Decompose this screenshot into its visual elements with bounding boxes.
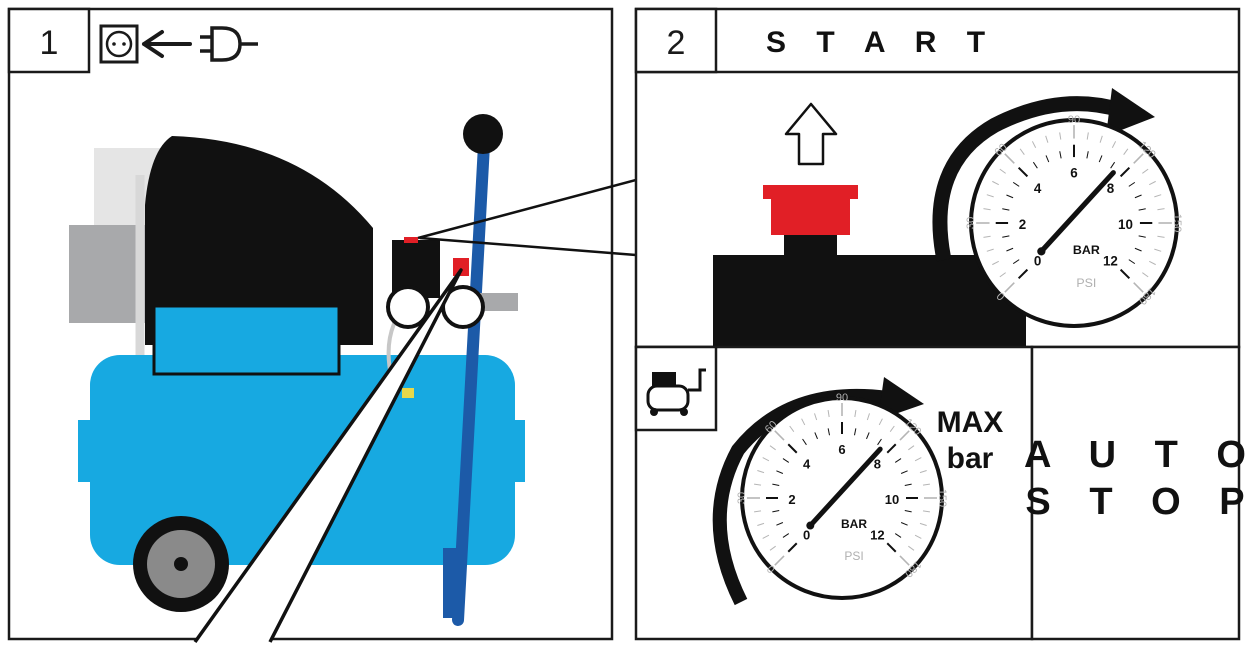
panel-auto-stop: A U T O S T O P [1024, 345, 1246, 641]
pressure-switch-base [713, 255, 1026, 347]
start-button [771, 199, 850, 235]
gauge-start-psi-tick-label: 90 [1068, 114, 1081, 126]
zoom-line-top [417, 178, 637, 240]
pressure-switch-red-small [404, 237, 418, 243]
max-label: MAX [937, 406, 1004, 439]
compressor-icon [646, 368, 706, 416]
up-arrow-icon [784, 102, 838, 166]
gauge-max-bar-tick-label: 2 [788, 492, 795, 507]
gauge-max-bar-tick-label: 8 [874, 457, 881, 472]
gauge-max-bar-tick-label: 0 [803, 527, 810, 542]
stop-label: S T O P [1025, 481, 1246, 523]
gauge-start-bar-tick-label: 12 [1103, 254, 1118, 269]
step-2-number: 2 [667, 24, 686, 62]
gauge-max-psi-tick-label: 150 [936, 489, 948, 507]
gauge-start-bar-tick-label: 4 [1034, 181, 1042, 196]
tank-foot [443, 548, 459, 618]
air-tank [90, 355, 515, 565]
compressor-illustration [69, 114, 525, 626]
handle-bar [452, 139, 490, 626]
gauge-max-bar-tick-label: 6 [838, 442, 845, 457]
tank-label [402, 388, 414, 398]
curved-arrow-icon [932, 96, 1123, 262]
power-socket-icon [99, 24, 139, 64]
gauge-max-psi-tick-label: 90 [836, 392, 848, 404]
pump-shroud [145, 136, 373, 345]
pointer-wedge [193, 268, 463, 644]
gauge-max-psi-tick-label: 30 [736, 492, 748, 504]
handle-knob [463, 114, 503, 154]
auto-label: A U T O [1024, 434, 1246, 476]
gauge-start-bar-tick-label: 8 [1107, 181, 1115, 196]
gauge-max-bar-tick-label: 4 [803, 457, 811, 472]
step-1-number: 1 [40, 24, 59, 62]
panel-1: 1 [7, 7, 614, 644]
bar-label: bar [947, 442, 994, 475]
gauge-max-psi-unit: PSI [844, 549, 863, 563]
tank-end-cap-left [78, 420, 98, 482]
tank-end-cap-right [505, 420, 525, 482]
small-gauge-left [386, 285, 430, 329]
gauge-start-bar-tick-label: 0 [1034, 254, 1041, 269]
gauge-start-bar-tick-label: 2 [1019, 217, 1026, 232]
plug-into-socket-icon [142, 26, 258, 62]
gauge-start-psi-unit: PSI [1076, 276, 1096, 290]
motor-cover [69, 225, 147, 323]
gauge-start-bar-unit: BAR [1073, 243, 1100, 257]
gauge-start-needle [1038, 170, 1116, 254]
gauge-max-needle [807, 446, 883, 529]
gauge-start-psi-tick-label: 30 [965, 217, 977, 230]
motor-blue-plate [152, 304, 341, 376]
gauge-max-bar-tick-label: 12 [870, 527, 884, 542]
start-button-stem [784, 235, 837, 257]
start-button-cap [763, 185, 858, 199]
start-button-small [453, 258, 469, 276]
step-2-box [634, 7, 718, 74]
gauge-max-bar-tick-label: 10 [885, 492, 899, 507]
start-title: S T A R T [766, 26, 996, 59]
auto-stop-frame [1030, 345, 1241, 641]
gauge-start-bar-tick-label: 10 [1118, 217, 1133, 232]
gauge-max-bar-unit: BAR [841, 517, 867, 531]
zoom-line-bottom [419, 236, 637, 257]
step-1-box [7, 7, 91, 74]
gauge-start-bar-tick-label: 6 [1070, 166, 1077, 181]
gauge-start-psi-tick-label: 150 [1171, 214, 1183, 233]
